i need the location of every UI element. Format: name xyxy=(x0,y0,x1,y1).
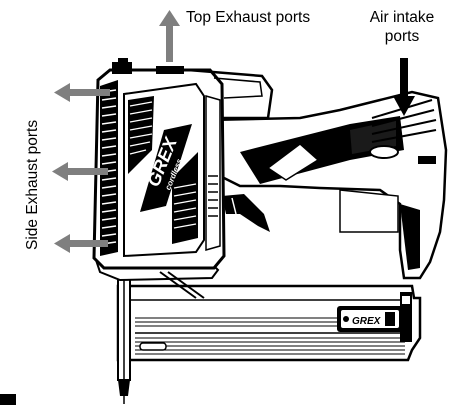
plate-brand: GREX xyxy=(352,316,382,327)
label-top-exhaust-ports: Top Exhaust ports xyxy=(186,9,311,26)
corner-marker xyxy=(0,394,16,405)
handle xyxy=(206,90,448,280)
magazine xyxy=(116,284,422,362)
motor-housing: GREX cordless xyxy=(92,58,274,270)
trigger xyxy=(222,194,270,232)
arrow-top-exhaust xyxy=(159,10,180,62)
label-side-exhaust-ports: Side Exhaust ports xyxy=(24,119,41,250)
arrow-side-exhaust-2 xyxy=(52,162,108,181)
arrow-side-exhaust-1 xyxy=(54,83,110,102)
arrow-side-exhaust-3 xyxy=(54,234,108,253)
arrow-air-intake xyxy=(393,58,415,116)
label-air-intake-ports: Air intake ports xyxy=(360,8,444,46)
magazine-label-plate: GREX xyxy=(337,306,403,332)
nose-piece xyxy=(117,269,131,404)
label-air-intake-line2: ports xyxy=(384,28,420,45)
label-air-intake-line1: Air intake xyxy=(369,9,435,26)
